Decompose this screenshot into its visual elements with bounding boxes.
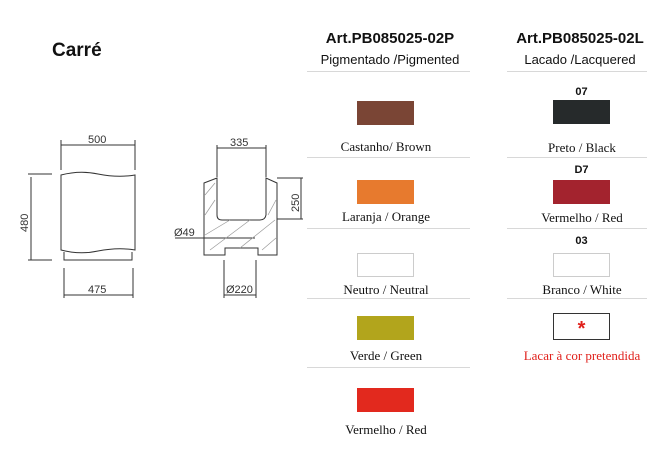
swatch-neutral[interactable] — [357, 253, 414, 277]
dim-inner-depth: 250 — [290, 194, 302, 212]
swatch-custom[interactable]: * — [553, 313, 610, 340]
divider — [307, 367, 470, 368]
divider — [507, 228, 647, 229]
pigmented-article: Art.PB085025-02P — [325, 30, 455, 47]
dim-height: 480 — [19, 214, 31, 232]
divider — [307, 157, 470, 158]
divider — [307, 298, 470, 299]
swatch-red[interactable] — [357, 388, 414, 412]
color-code: 07 — [575, 86, 588, 98]
custom-color-label: Lacar à cor pretendida — [523, 348, 641, 363]
lacquered-article: Art.PB085025-02L — [516, 30, 644, 47]
swatch-lacquer-red[interactable] — [553, 180, 610, 204]
pigmented-subtitle: Pigmentado /Pigmented — [320, 52, 460, 67]
color-label: Vermelho / Red — [345, 422, 427, 437]
divider — [307, 228, 470, 229]
color-label: Laranja / Orange — [341, 209, 431, 224]
color-label: Preto / Black — [548, 140, 616, 155]
divider — [507, 157, 647, 158]
color-label: Vermelho / Red — [541, 210, 623, 225]
divider — [507, 298, 647, 299]
lacquered-subtitle: Lacado /Lacquered — [524, 52, 636, 67]
color-code: 03 — [575, 235, 588, 247]
divider — [307, 71, 470, 72]
dim-width-bottom: 475 — [88, 284, 106, 296]
swatch-brown[interactable] — [357, 101, 414, 125]
dim-inner-width: 335 — [230, 137, 248, 149]
dim-width-top: 500 — [88, 134, 106, 146]
color-label: Verde / Green — [349, 348, 423, 363]
color-label: Castanho/ Brown — [340, 139, 432, 154]
color-label: Branco / White — [542, 282, 622, 297]
swatch-white[interactable] — [553, 253, 610, 277]
dim-base: Ø220 — [226, 284, 253, 296]
swatch-green[interactable] — [357, 316, 414, 340]
color-label: Neutro / Neutral — [343, 282, 429, 297]
product-title: Carré — [52, 40, 102, 61]
divider — [507, 71, 647, 72]
color-code: D7 — [574, 164, 589, 176]
dim-drain: Ø49 — [174, 227, 195, 239]
swatch-black[interactable] — [553, 100, 610, 124]
technical-drawing: 500 480 475 335 250 Ø49 Ø220 — [19, 134, 303, 298]
swatch-orange[interactable] — [357, 180, 414, 204]
